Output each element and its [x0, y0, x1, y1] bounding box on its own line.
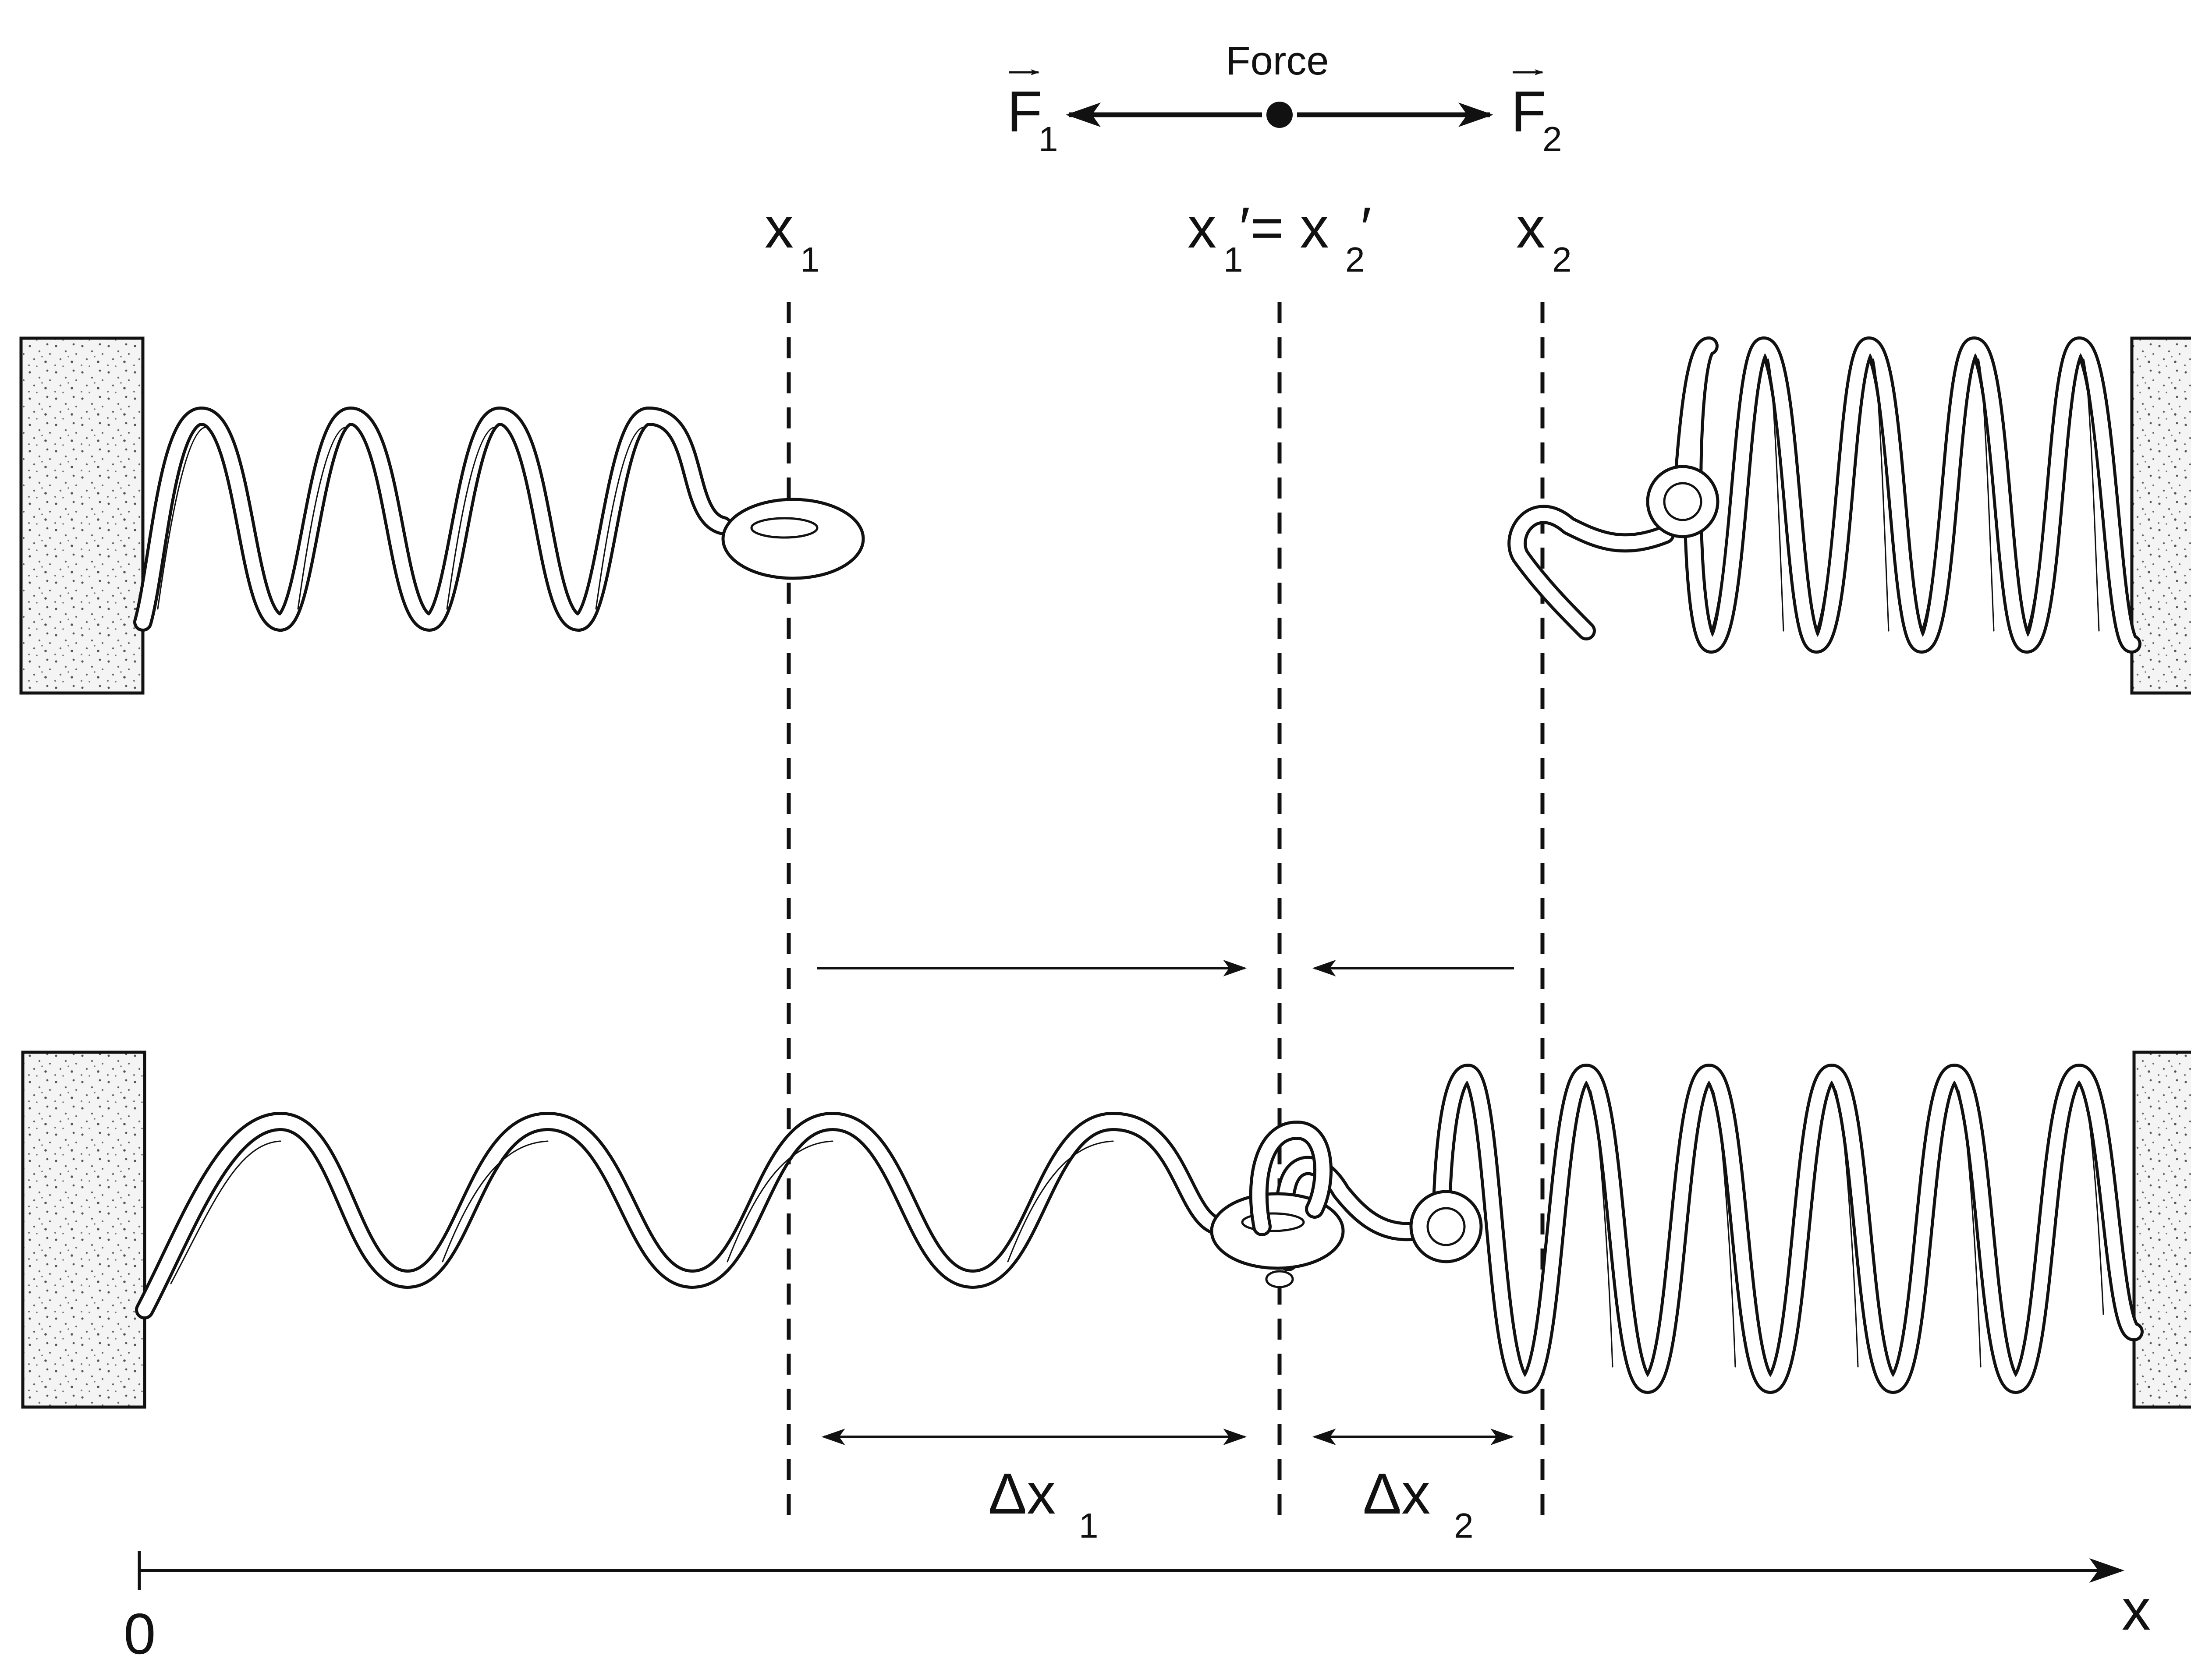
x-axis-origin-label: 0 — [124, 1602, 156, 1666]
x-axis-name: x — [2122, 1577, 2151, 1642]
svg-text:Δx: Δx — [1363, 1461, 1430, 1526]
spring-bottom-right — [1273, 1064, 2144, 1394]
svg-text:2: 2 — [1542, 120, 1562, 159]
spring-joint — [1210, 1121, 1345, 1288]
spring-bottom-left — [135, 1112, 1232, 1319]
svg-text:1: 1 — [1039, 120, 1058, 159]
svg-text:2: 2 — [1552, 240, 1572, 279]
spring-top-left — [133, 407, 865, 632]
dx2-label: Δx 2 — [1363, 1461, 1474, 1545]
svg-text:1: 1 — [800, 240, 820, 279]
force-label: Force — [1226, 39, 1329, 83]
force-point — [1266, 102, 1293, 128]
svg-text:′= x: ′= x — [1239, 195, 1329, 260]
force-indicator: Force F 1 F 2 — [1007, 39, 1562, 159]
svg-text:Δx: Δx — [988, 1461, 1056, 1526]
svg-text:x: x — [1188, 195, 1216, 260]
svg-text:2: 2 — [1454, 1506, 1474, 1545]
wall-top-right — [2130, 336, 2191, 695]
svg-text:′: ′ — [1361, 195, 1372, 260]
svg-text:x: x — [765, 195, 794, 260]
F1-label: F 1 — [1007, 69, 1058, 159]
svg-text:2: 2 — [1345, 240, 1365, 279]
svg-text:F: F — [1511, 79, 1546, 144]
x2-label: x 2 — [1516, 195, 1572, 279]
svg-text:x: x — [1516, 195, 1545, 260]
x-axis: 0 x — [124, 1551, 2151, 1666]
svg-text:F: F — [1007, 79, 1042, 144]
wall-top-left — [19, 336, 145, 695]
dx1-label: Δx 1 — [988, 1461, 1099, 1545]
spring-top-left-end-ring — [721, 498, 865, 580]
svg-text:1: 1 — [1079, 1506, 1099, 1545]
x1-label: x 1 — [765, 195, 820, 279]
F2-label: F 2 — [1511, 69, 1562, 159]
wall-bottom-left — [21, 1050, 146, 1409]
wall-bottom-right — [2132, 1050, 2191, 1409]
svg-text:1: 1 — [1223, 240, 1243, 279]
equilibrium-label: x 1 ′= x 2 ′ — [1188, 195, 1372, 279]
spring-top-right — [1507, 336, 2141, 654]
